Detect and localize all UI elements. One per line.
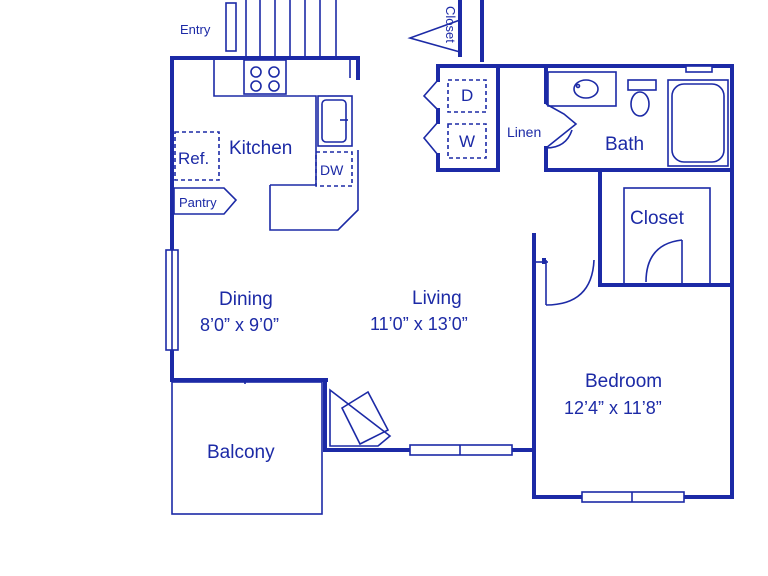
laundry — [407, 19, 487, 159]
bath-label: Bath — [605, 134, 644, 155]
kitchen — [173, 58, 359, 231]
bedroom-label: Bedroom — [585, 371, 662, 392]
closet-entry-label: Closet — [443, 6, 458, 43]
closet-bedroom-label: Closet — [630, 208, 685, 229]
dining-label: Dining — [219, 289, 273, 310]
living-label: Living — [412, 288, 462, 309]
bedroom-door — [534, 259, 595, 306]
exterior-walls — [170, 0, 734, 499]
fireplace — [329, 388, 392, 447]
windows — [165, 249, 685, 503]
bedroom-dimensions: 12’4” x 11’8” — [564, 398, 662, 418]
living-dimensions: 11’0” x 13’0” — [370, 314, 468, 334]
dishwasher-label: DW — [320, 162, 344, 178]
dining-dimensions: 8’0” x 9’0” — [200, 315, 279, 335]
balcony — [171, 378, 323, 515]
linen-closet — [545, 103, 578, 149]
dryer-label: D — [461, 86, 473, 105]
bath — [547, 65, 729, 167]
balcony-label: Balcony — [207, 442, 275, 463]
refrigerator-label: Ref. — [178, 149, 209, 168]
washer-label: W — [459, 132, 475, 151]
entry-label: Entry — [180, 22, 211, 37]
kitchen-label: Kitchen — [229, 138, 292, 159]
bedroom-closet — [623, 187, 711, 285]
linen-label: Linen — [507, 124, 541, 140]
entry-stair — [225, 0, 337, 56]
pantry-label: Pantry — [179, 195, 217, 210]
